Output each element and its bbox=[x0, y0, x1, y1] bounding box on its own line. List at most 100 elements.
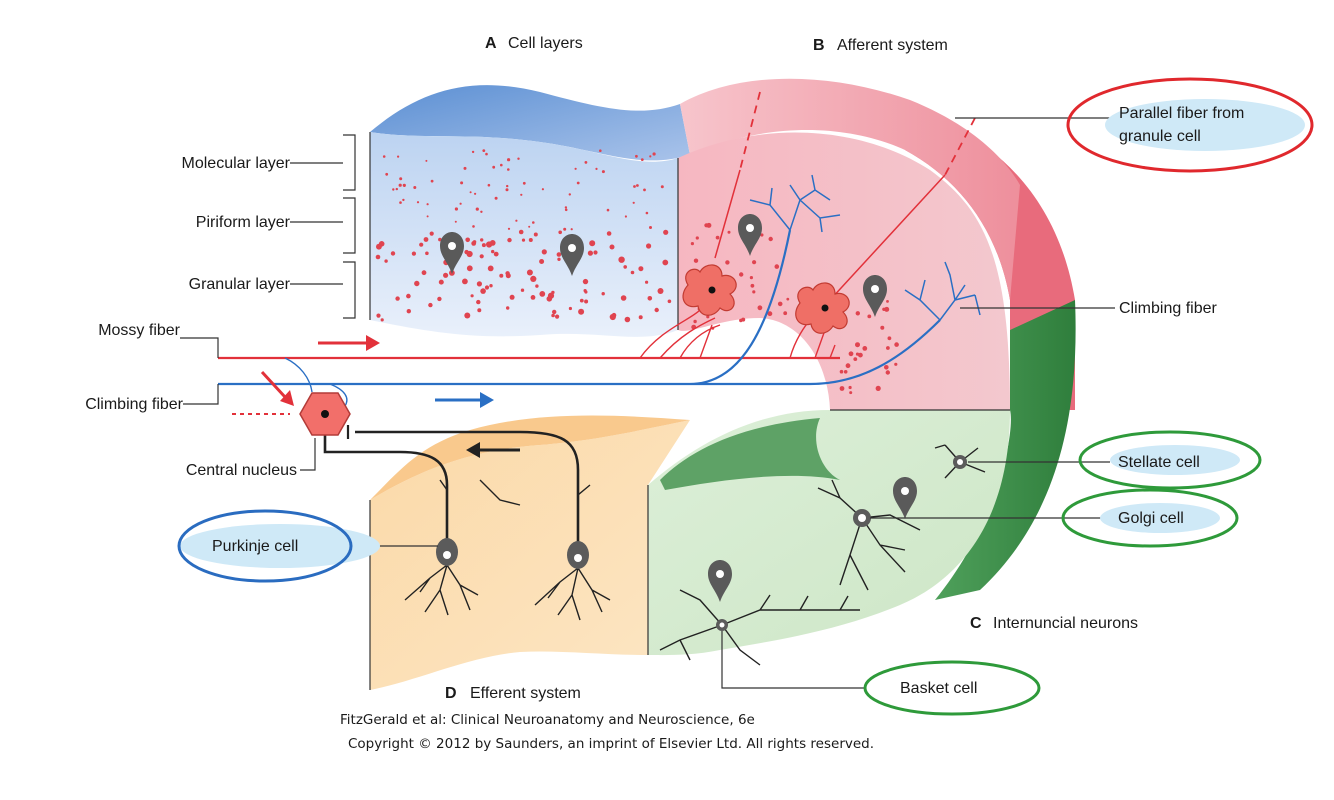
front-face-green bbox=[648, 410, 1010, 656]
granule-dot bbox=[564, 206, 568, 209]
granule-dot bbox=[419, 242, 424, 247]
granule-dot bbox=[777, 301, 783, 307]
granule-dot bbox=[426, 203, 429, 206]
granule-dot bbox=[376, 313, 381, 318]
granule-dot bbox=[749, 276, 754, 280]
granule-dot bbox=[430, 179, 434, 183]
granule-dot bbox=[413, 186, 417, 189]
stellate-cell-label: Stellate cell bbox=[1118, 454, 1200, 471]
granule-dot bbox=[438, 237, 442, 242]
granule-dot bbox=[520, 288, 525, 292]
section-c-title: Internuncial neurons bbox=[993, 615, 1138, 632]
purkinje-ring bbox=[177, 509, 353, 583]
granule-dot bbox=[739, 272, 744, 277]
granule-dot bbox=[693, 319, 697, 324]
granule-dot bbox=[646, 243, 652, 249]
granule-dot bbox=[425, 159, 428, 162]
granule-dot bbox=[786, 297, 790, 301]
granule-dot bbox=[725, 260, 730, 265]
granule-dot bbox=[489, 284, 493, 288]
granule-dot bbox=[541, 249, 547, 255]
granule-dot bbox=[471, 241, 477, 246]
granule-dot bbox=[638, 266, 644, 272]
granule-dot bbox=[783, 311, 788, 316]
granule-dot bbox=[384, 259, 388, 263]
granule-dot bbox=[397, 155, 400, 158]
granule-dot bbox=[464, 312, 471, 319]
granule-dot bbox=[494, 196, 498, 200]
granule-dot bbox=[557, 257, 561, 261]
collateral-curves bbox=[284, 357, 348, 407]
cell-body-teardrop bbox=[708, 560, 732, 602]
granule-dot bbox=[466, 265, 473, 272]
granule-dot bbox=[475, 207, 479, 211]
granule-dot bbox=[599, 149, 602, 152]
mossy-fiber-branches bbox=[639, 309, 836, 359]
granule-dot bbox=[507, 168, 510, 171]
granule-dot bbox=[647, 296, 653, 301]
cell-nucleus bbox=[901, 487, 909, 495]
granule-dot bbox=[582, 278, 589, 285]
golgi-cell-label: Golgi cell bbox=[1118, 510, 1184, 527]
parallel-fiber-2 bbox=[829, 174, 946, 301]
granule-dot bbox=[558, 230, 562, 235]
granule-dot bbox=[636, 184, 639, 187]
credit: FitzGerald et al: Clinical Neuroanatomy … bbox=[340, 712, 874, 752]
granule-dot bbox=[760, 233, 764, 237]
basket-cell-label: Basket cell bbox=[900, 680, 977, 697]
granule-dot bbox=[845, 363, 851, 369]
granule-dot bbox=[752, 260, 757, 265]
granule-dot bbox=[660, 185, 664, 189]
granule-dot bbox=[487, 183, 491, 187]
granule-dot bbox=[406, 309, 411, 314]
granule-dot bbox=[491, 249, 495, 254]
granule-dot bbox=[472, 225, 475, 228]
section-titles: A Cell layers B Afferent system C Intern… bbox=[445, 35, 1138, 702]
granule-dot bbox=[693, 258, 699, 263]
climbing-arrow bbox=[435, 392, 494, 408]
granule-dot bbox=[463, 166, 467, 170]
granule-dot bbox=[462, 278, 468, 285]
granule-dot bbox=[546, 296, 553, 302]
granule-dot bbox=[480, 288, 486, 294]
granule-dot bbox=[606, 208, 610, 212]
cell-body-teardrop bbox=[738, 214, 762, 256]
collateral-arrow bbox=[260, 370, 294, 406]
top-surface-pink bbox=[680, 78, 1020, 300]
granule-dot bbox=[880, 325, 885, 330]
cell-body-teardrop bbox=[560, 234, 584, 276]
granule-dot bbox=[774, 264, 780, 269]
granule-dot bbox=[570, 228, 573, 231]
granule-dot bbox=[539, 291, 546, 297]
granule-dot bbox=[579, 298, 584, 303]
granule-dot bbox=[506, 184, 509, 188]
granule-dot bbox=[551, 290, 555, 295]
cell-nucleus bbox=[716, 570, 724, 578]
granule-dot bbox=[460, 181, 464, 185]
granule-dot bbox=[505, 188, 509, 192]
granule-dot bbox=[429, 231, 434, 236]
granule-dot bbox=[587, 250, 594, 256]
granule-dot bbox=[437, 296, 442, 302]
granule-dot bbox=[556, 252, 562, 257]
granule-dot bbox=[402, 198, 405, 202]
granule-dot bbox=[848, 385, 852, 390]
granule-dot bbox=[885, 370, 890, 375]
basket-ring bbox=[863, 660, 1041, 716]
granule-dot bbox=[843, 370, 848, 374]
granule-dot bbox=[541, 188, 545, 191]
granule-dot bbox=[486, 241, 493, 248]
granule-dot bbox=[640, 158, 644, 162]
golgi-highlight bbox=[1100, 503, 1220, 533]
granule-dot bbox=[480, 210, 483, 213]
granule-cell-dots bbox=[375, 149, 899, 395]
piriform-layer-label: Piriform layer bbox=[196, 214, 291, 231]
granule-dot bbox=[589, 240, 596, 247]
stellate-ring bbox=[1078, 430, 1262, 490]
cell-body-teardrop bbox=[893, 477, 917, 519]
granule-dot bbox=[421, 270, 427, 276]
granule-dot bbox=[395, 296, 400, 301]
granule-dot bbox=[375, 254, 381, 260]
granule-dot bbox=[593, 250, 598, 255]
golgi-ring bbox=[1061, 488, 1239, 548]
